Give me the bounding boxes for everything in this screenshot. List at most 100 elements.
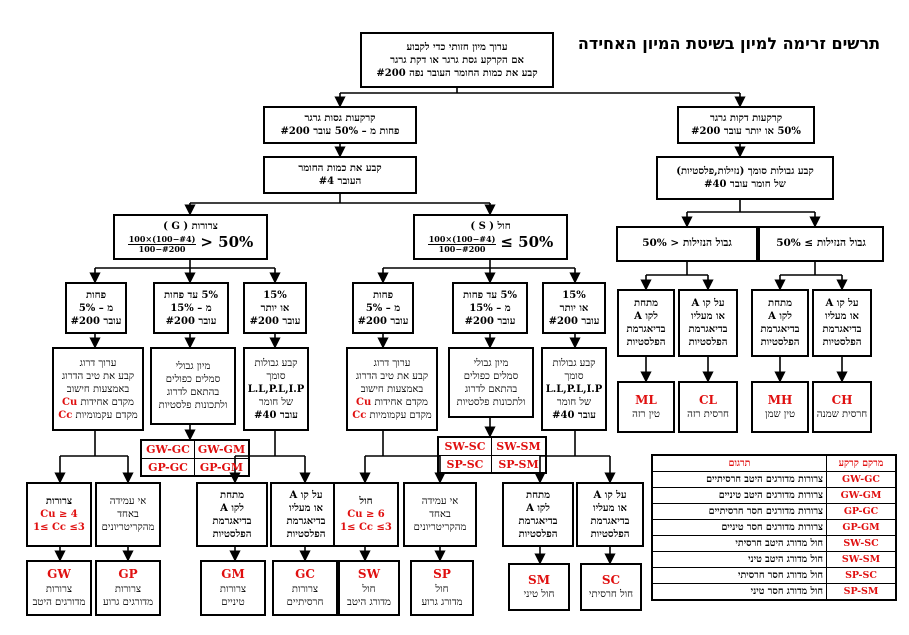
sand-dual-symbols: SW-SC SW-SM SP-SC SP-SM (437, 436, 547, 474)
sand-fines-15: 15% או יותר עובר #200 (542, 282, 606, 334)
box-line: פחות (86, 289, 107, 301)
soil-description: חול חרסיתי (588, 589, 634, 601)
soil-description: מדורג היטב (347, 596, 391, 608)
box-line: בהתאם לדרוג (166, 387, 220, 398)
gravel-fraction: 100×(100−#4)100−#200 (127, 234, 197, 255)
legend-header-symbol: מרקם קרקע (826, 454, 897, 472)
soil-code: GC (295, 567, 315, 582)
box-line: פחות (373, 289, 394, 301)
box-line: של חומר (258, 396, 294, 408)
box-line: מתחת (525, 489, 551, 501)
soil-description: מדורג גרוע (421, 596, 463, 608)
dual-symbol: SW-SM (492, 438, 545, 456)
soil-code: GW (47, 567, 71, 582)
box-line: הפלסטיות (286, 528, 326, 540)
box-line: מהקריטריונים (101, 522, 155, 533)
box-line: 5% עד פחות (463, 289, 517, 301)
box-line: סמלים כפולים (165, 374, 221, 385)
box-line: הפלסטיות (212, 528, 252, 540)
coarse-grained-box: קרקעות גסות גרגר פחות מ – 50% עובר #200 (263, 106, 417, 144)
box-line: עובר #40 (552, 409, 596, 421)
box-line: על קו A (593, 489, 627, 501)
box-line: בדיאגרמת (760, 324, 800, 335)
box-line: קבע את כמות החומר (298, 163, 382, 174)
box-line: הפלסטיות (760, 337, 800, 348)
box-line: 1≤ Cc ≤3 (33, 522, 85, 533)
box-line: מ – 5% (365, 302, 401, 314)
above-a-line-high: על קו A או מעליו בדיאגרמת הפלסטיות (812, 289, 872, 357)
box-line: L.L,P.L,I.P (247, 383, 305, 395)
soil-code: GM (221, 567, 245, 582)
box-line: קרקעות גסות גרגר (304, 113, 376, 124)
sand-not-criteria: אי עמידה באחד מהקריטריונים (403, 482, 477, 547)
box-line: מ – 5% (78, 302, 114, 314)
legend-text: צרורות מדורגים היטב חרסיתיים (651, 471, 827, 488)
gravel-fines-15: 15% או יותר עובר #200 (243, 282, 307, 334)
box-line: צרורות (45, 496, 73, 507)
box-line: על קו A (289, 489, 323, 501)
legend-text: חול מדורג היטב טיני (651, 551, 827, 568)
result-gm: GM צרורות טיניים (200, 560, 266, 616)
legend-code: SP-SC (826, 567, 897, 584)
box-line: באחד (117, 509, 139, 520)
soil-description: צרורות (291, 583, 319, 595)
fine-grained-box: קרקעות דקות גרגר 50% או יותר עובר #200 (677, 106, 815, 144)
gravel-limits-box: קבע גבולות סומך L.L,P.L,I.P של חומר עובר… (243, 347, 309, 431)
box-line: או מעליו (289, 502, 323, 514)
box-line: בהתאם לדרוג (464, 383, 518, 395)
box-line: לקו A (220, 502, 244, 514)
box-line: מיון גבולי (175, 361, 211, 372)
box-line: לקו A (768, 311, 792, 322)
sand-label: חול ( S ) (470, 221, 511, 233)
box-line: או מעליו (593, 502, 627, 514)
legend-code: GW-GM (826, 487, 897, 504)
soil-code: MH (767, 392, 793, 407)
dual-symbol: SP-SM (498, 458, 539, 471)
box-line: קבע גבולות (552, 357, 596, 369)
box-line: באמצעות חישוב (360, 383, 424, 395)
box-line: גבול הנזילות < 50% (642, 237, 732, 250)
box-line: 50% או יותר עובר #200 (691, 126, 801, 137)
box-line: בדיאגרמת (688, 324, 728, 335)
box-line: העובר #4 (318, 176, 362, 187)
box-line: בדיאגרמת (518, 515, 558, 527)
soil-description: צרורות (219, 583, 247, 595)
sand-fraction: 100×(100−#4)100−#200 (427, 234, 497, 255)
sand-dual-box: מיון גבולי סמלים כפולים בהתאם לדרוג ולתכ… (448, 347, 534, 418)
legend-text: חול מדורג חסר חרסיתי (651, 567, 827, 584)
below-a-line-high: מתחת לקו A בדיאגרמת הפלסטיות (751, 289, 809, 357)
box-line: קבע את טיב הדרוג (355, 370, 429, 382)
above-a-line-low: על קו A או מעליו בדיאגרמת הפלסטיות (678, 289, 738, 357)
gravel-dual-symbols: GW-GC GW-GM GP-GC GP-GM (140, 439, 250, 477)
soil-description: חרסית שמנה (816, 409, 868, 421)
box-line: מקדם אחידות Cu (356, 396, 428, 408)
box-line: הפלסטיות (518, 528, 558, 540)
sand-comparison: ≤ 50% (500, 233, 554, 252)
result-ml: ML טין רזה (617, 381, 675, 433)
dual-symbol: GP-GC (142, 459, 195, 476)
result-mh: MH טין שמן (751, 381, 809, 433)
chart-title: תרשים זרימה למיון בשיטת המיון האחידה (577, 34, 880, 53)
result-sm: SM חול טיני (508, 563, 570, 611)
box-line: עובר #40 (254, 409, 298, 421)
gravel-fines-less5: פחות מ – 5% עובר #200 (65, 282, 127, 334)
soil-code: SC (601, 572, 621, 587)
box-line: של חומר (556, 396, 592, 408)
gravel-below-a: מתחת לקו A בדיאגרמת הפלסטיות (196, 482, 268, 547)
dual-symbol: GP-GM (199, 461, 244, 474)
dual-symbol: GW-GC (142, 441, 195, 459)
result-cl: CL חרסית רזה (678, 381, 738, 433)
gravel-grading-box: ערוך דרוג קבע את טיב הדרוג באמצעות חישוב… (52, 347, 144, 431)
dual-symbol: SW-SC (439, 438, 492, 456)
soil-description: מדורגים היטב (32, 596, 86, 608)
box-line: חול (359, 496, 373, 507)
box-line: הפלסטיות (590, 528, 630, 540)
box-line: עובר #200 (357, 315, 409, 327)
gravel-fines-5-15: 5% עד פחות מ – 15% עובר #200 (153, 282, 229, 334)
soil-description: חול טיני (523, 589, 555, 601)
box-line: מקדם עקמומיות Cc (58, 409, 138, 421)
